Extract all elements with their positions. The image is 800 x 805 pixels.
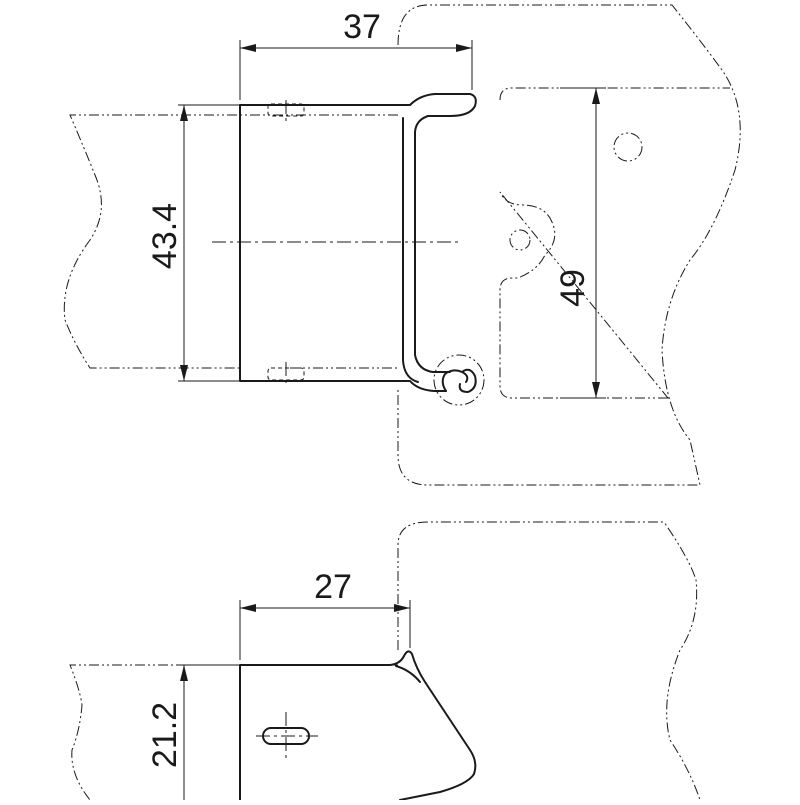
bottom-door-outline — [69, 664, 398, 801]
top-cutout-hole — [509, 229, 531, 251]
bottom-hinge-edge — [395, 665, 421, 683]
dimension-21-2-label: 21.2 — [146, 702, 184, 768]
bottom-view: 27 21.2 — [69, 521, 701, 801]
dimension-21-2: 21.2 — [146, 664, 240, 800]
dimension-37: 37 — [239, 8, 473, 100]
dimension-37-label: 37 — [343, 8, 381, 46]
top-hinge-body-inner — [239, 104, 447, 392]
dimension-43-4-label: 43.4 — [146, 203, 184, 269]
top-hinge-pin-curl — [441, 368, 477, 393]
dimension-49: 49 — [554, 87, 606, 399]
dimension-27: 27 — [239, 568, 411, 660]
dimension-27-label: 27 — [314, 568, 352, 606]
bottom-mounting-panel-outline — [397, 521, 701, 801]
dimension-49-label: 49 — [554, 269, 592, 307]
top-hinge-body — [239, 93, 477, 373]
bottom-hinge-body — [239, 650, 477, 801]
top-door-outline — [63, 114, 398, 369]
top-panel-cutout — [499, 87, 730, 399]
top-mounting-panel-outline — [397, 4, 741, 486]
top-hinge-inner-wall — [402, 117, 419, 383]
top-view: 37 43.4 49 — [63, 4, 741, 486]
top-panel-hole — [613, 132, 643, 162]
top-hinge-detail-circle — [433, 354, 485, 406]
dimension-43-4: 43.4 — [146, 104, 240, 382]
